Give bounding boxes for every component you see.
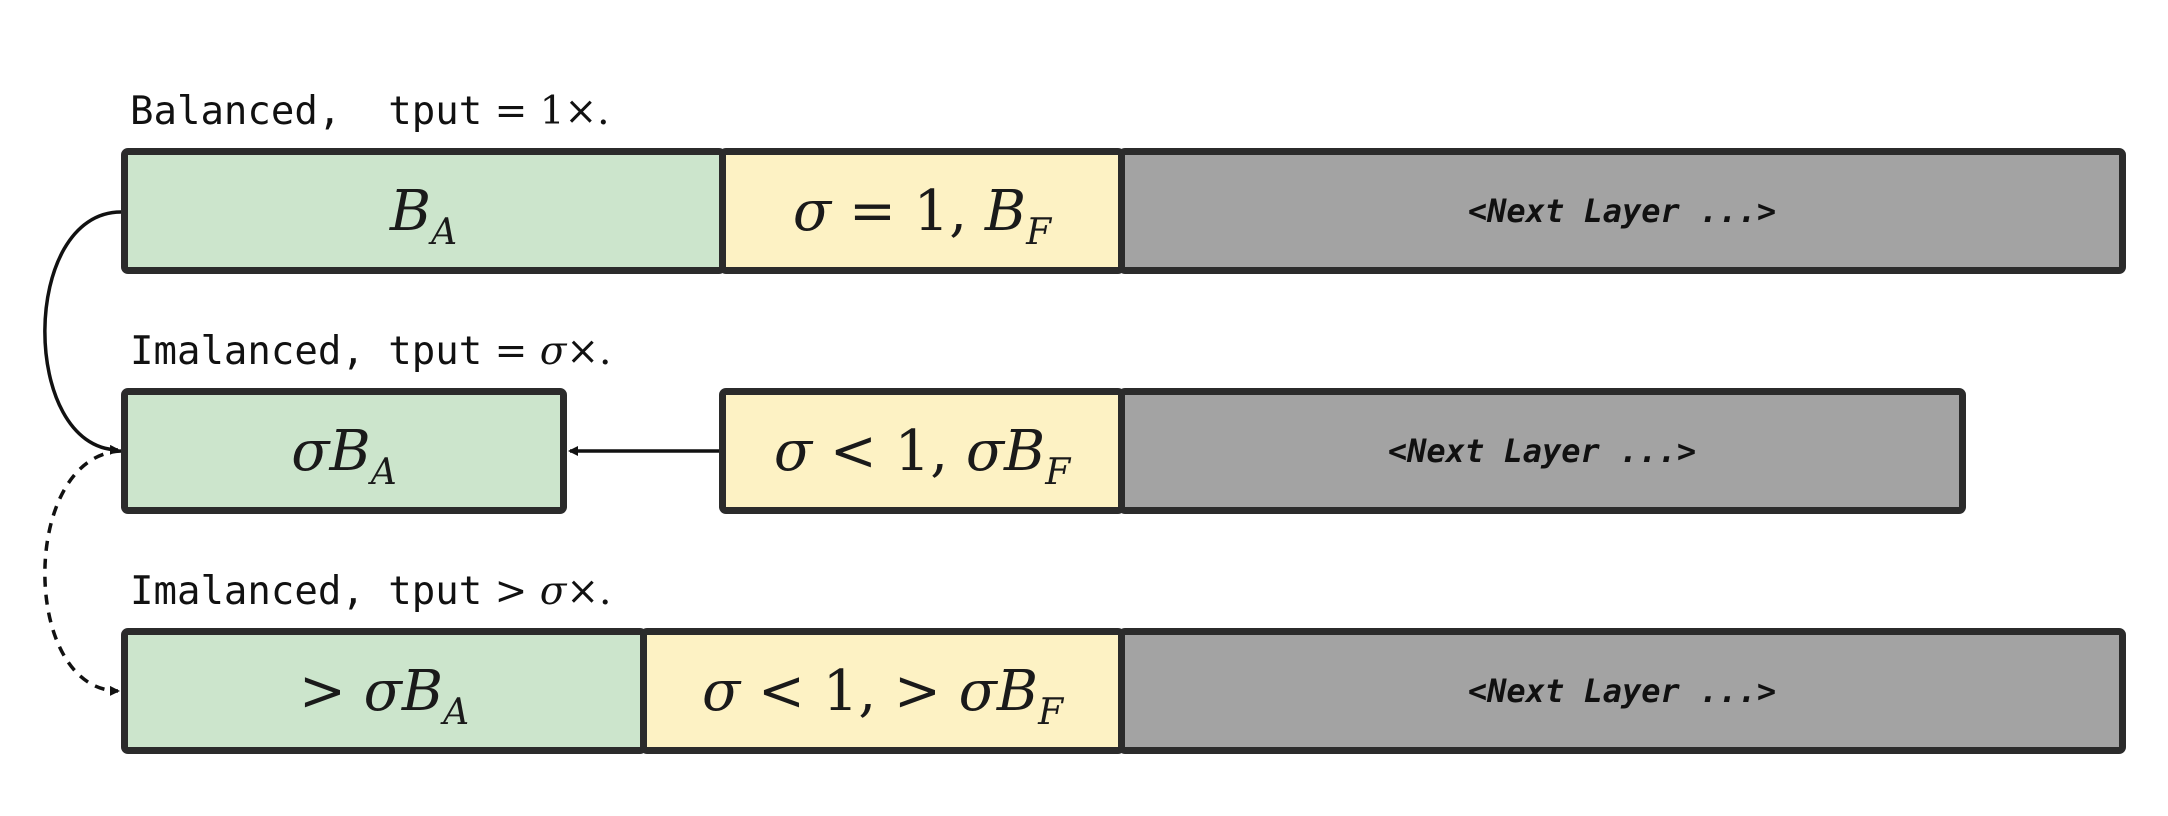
row-3-next-layer-label: <Next Layer ...> — [1467, 672, 1777, 710]
row-1-label: Balanced, tput = 1×. — [130, 92, 610, 131]
row-2-label-text: Imalanced, tput — [130, 329, 483, 374]
row-1-next-layer-label: <Next Layer ...> — [1467, 192, 1777, 230]
row-3-label-text: Imalanced, tput — [130, 569, 483, 614]
solid-curve-arrow — [43, 210, 122, 455]
row-1-label-text: Balanced, tput — [130, 89, 483, 134]
row-1-next-layer-block: <Next Layer ...> — [1118, 148, 2126, 274]
row-1-label-math: = 1×. — [482, 89, 610, 134]
row-2-label: Imalanced, tput = σ×. — [130, 332, 611, 371]
row-3-label-math: > σ×. — [482, 569, 612, 614]
row-2-next-layer-block: <Next Layer ...> — [1118, 388, 1966, 514]
row-3-label: Imalanced, tput > σ×. — [130, 572, 611, 611]
dashed-curve-arrow — [43, 449, 122, 696]
row-3-next-layer-block: <Next Layer ...> — [1118, 628, 2126, 754]
row-2-label-math: = σ×. — [482, 329, 612, 374]
row-2-next-layer-label: <Next Layer ...> — [1387, 432, 1697, 470]
